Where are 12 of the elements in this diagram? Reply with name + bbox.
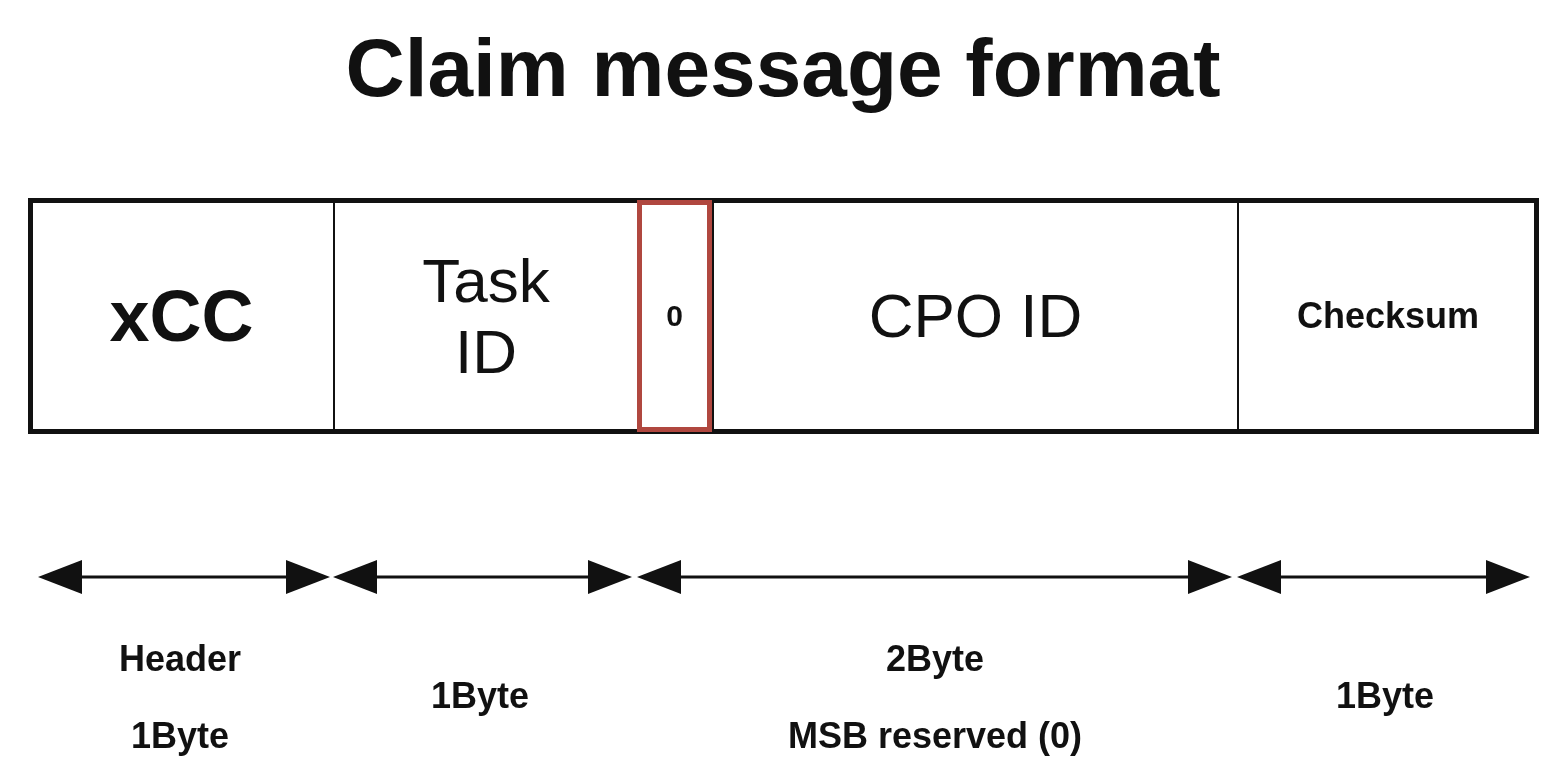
size-label: 1Byte xyxy=(1334,674,1436,718)
size-label: 2Byte xyxy=(884,637,986,681)
field-name: Checksum xyxy=(1296,295,1480,337)
field-name: CPO ID xyxy=(868,280,1083,352)
size-label: 1Byte xyxy=(429,674,531,718)
field-name: Task ID xyxy=(421,244,551,388)
diagram-title: Claim message format xyxy=(344,21,1222,115)
highlighted-field-cell xyxy=(637,200,712,432)
size-label: Header 1Byte xyxy=(117,637,243,758)
size-label: MSB reserved (0) xyxy=(786,714,1084,758)
field-name: 0 xyxy=(666,298,683,334)
field-name: xCC xyxy=(109,274,254,358)
